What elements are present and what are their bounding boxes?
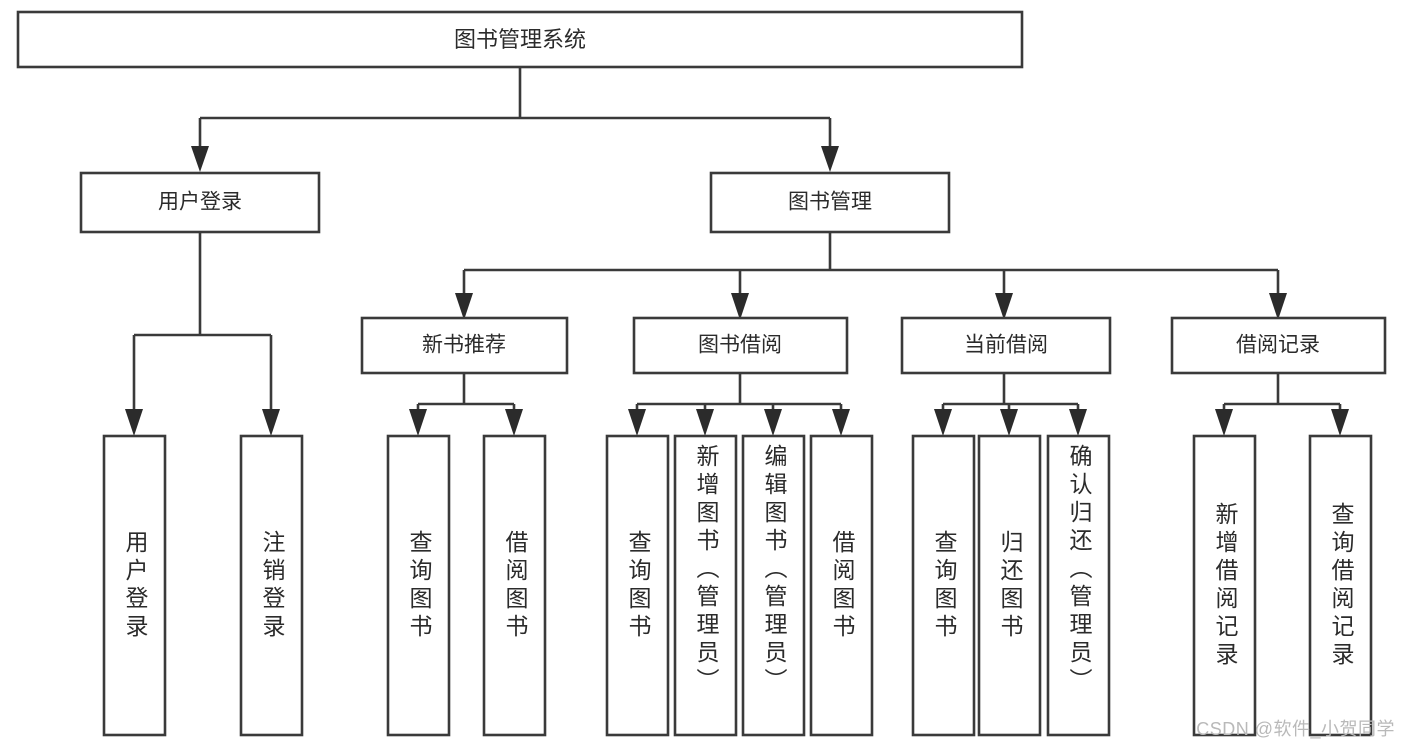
node-user-login-label: 用户登录 [158,191,242,214]
node-current-borrow[interactable]: 当前借阅 [900,316,1112,375]
arrow-head-cb-leaf-1 [934,409,952,436]
connector-group-book-borrow [628,373,850,436]
connector-group-current-borrow [934,373,1087,436]
arrow-head-nb-leaf-1 [409,409,427,436]
connector-group-user-login [125,232,280,436]
node-root-label: 图书管理系统 [454,27,586,52]
arrow-head-cb-leaf-2 [1000,409,1018,436]
leaf-box-current-borrow-2[interactable] [977,434,1042,737]
node-root[interactable]: 图书管理系统 [16,10,1024,69]
arrow-head-book-manage [821,146,839,172]
arrow-head-br-leaf-1 [1215,409,1233,436]
node-book-manage-label: 图书管理 [788,191,872,214]
node-new-book-recommend-box[interactable] [360,316,569,375]
node-book-manage[interactable]: 图书管理 [709,171,951,234]
arrow-head-bb-leaf-2 [696,409,714,436]
node-current-borrow-box[interactable] [900,316,1112,375]
node-book-manage-box[interactable] [709,171,951,234]
node-borrow-record-label: 借阅记录 [1236,334,1320,357]
csdn-watermark: CSDN @软件_小贺同学 [1196,719,1395,739]
leaf-box-book-borrow-2[interactable] [673,434,738,737]
node-root-box[interactable] [16,10,1024,69]
node-book-borrow-label: 图书借阅 [698,334,782,357]
connector-group-book-manage [455,232,1287,320]
arrow-head-nb-leaf-2 [505,409,523,436]
arrow-head-bb-leaf-4 [832,409,850,436]
leaf-box-book-borrow-3[interactable] [741,434,806,737]
leaf-box-new-book-1[interactable] [386,434,451,737]
arrow-head-bb-leaf-1 [628,409,646,436]
arrow-head-ul-leaf-1 [125,409,143,436]
leaf-box-book-borrow-4[interactable] [809,434,874,737]
node-book-borrow[interactable]: 图书借阅 [632,316,849,375]
connector-group-new-book [409,373,523,436]
node-book-borrow-box[interactable] [632,316,849,375]
connector-group-root [191,67,839,172]
node-new-book-recommend[interactable]: 新书推荐 [360,316,569,375]
arrow-head-user-login [191,146,209,172]
leaf-box-user-login-1[interactable] [102,434,167,737]
arrow-head-bb-leaf-3 [764,409,782,436]
connector-group-borrow-record [1215,373,1349,436]
arrow-head-cb-leaf-3 [1069,409,1087,436]
arrow-head-new-book [455,293,473,320]
leaf-box-borrow-record-1[interactable] [1192,434,1257,737]
node-current-borrow-label: 当前借阅 [964,334,1048,357]
arrow-head-current-borrow [995,293,1013,320]
leaf-box-current-borrow-3[interactable] [1046,434,1111,737]
arrow-head-borrow-record [1269,293,1287,320]
arrow-head-br-leaf-2 [1331,409,1349,436]
node-new-book-recommend-label: 新书推荐 [422,334,506,357]
leaf-box-book-borrow-1[interactable] [605,434,670,737]
leaf-box-new-book-2[interactable] [482,434,547,737]
node-borrow-record-box[interactable] [1170,316,1387,375]
node-borrow-record[interactable]: 借阅记录 [1170,316,1387,375]
leaf-box-current-borrow-1[interactable] [911,434,976,737]
arrow-head-ul-leaf-2 [262,409,280,436]
arrow-head-book-borrow [731,293,749,320]
node-user-login[interactable]: 用户登录 [79,171,321,234]
leaf-box-user-login-2[interactable] [239,434,304,737]
node-user-login-box[interactable] [79,171,321,234]
leaf-box-borrow-record-2[interactable] [1308,434,1373,737]
